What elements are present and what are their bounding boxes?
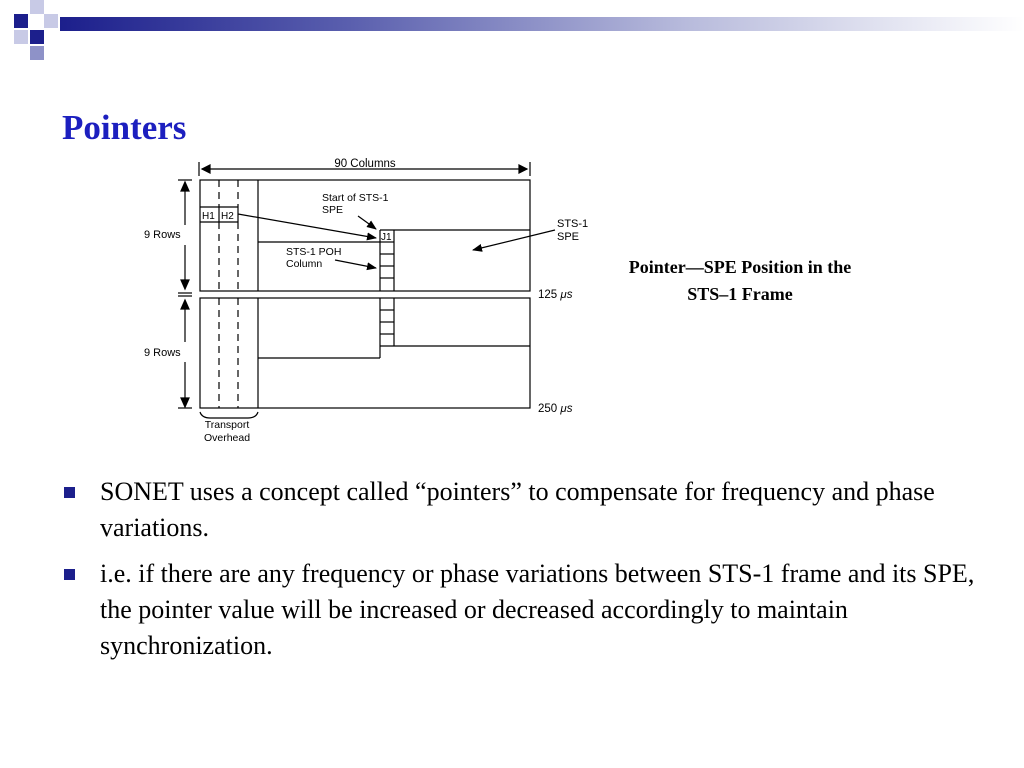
bullet-item: i.e. if there are any frequency or phase… (62, 556, 982, 664)
caption-line1: Pointer—SPE Position in the (628, 257, 852, 277)
start-spe-label-line2: SPE (322, 204, 343, 216)
rows-bottom-label: 9 Rows (144, 347, 181, 359)
square-bullet-icon (64, 487, 75, 498)
corner-decoration (14, 0, 58, 60)
start-spe-label-line1: Start of STS-1 (322, 192, 389, 204)
spe-label-line2: SPE (557, 231, 579, 243)
spe-label-line1: STS-1 (557, 218, 588, 230)
caption-line2: STS–1 Frame (687, 284, 793, 304)
bullet-text: i.e. if there are any frequency or phase… (100, 559, 975, 660)
h2-label: H2 (221, 211, 234, 222)
bullet-item: SONET uses a concept called “pointers” t… (62, 474, 982, 546)
title-bar-gradient (60, 17, 1024, 31)
bullet-list: SONET uses a concept called “pointers” t… (62, 474, 982, 674)
poh-label-line1: STS-1 POH (286, 246, 341, 258)
transport-label-line2: Overhead (204, 432, 250, 444)
j1-label: J1 (381, 232, 392, 243)
time-125-label: 125 μs (538, 289, 573, 301)
transport-label-line1: Transport (205, 419, 250, 431)
sts1-frame-diagram: 90 Columns 9 Rows 9 Rows H1 H2 J1 Start … (144, 158, 588, 444)
poh-label-line2: Column (286, 258, 322, 270)
rows-top-label: 9 Rows (144, 229, 181, 241)
figure-caption: Pointer—SPE Position in the STS–1 Frame (590, 254, 890, 308)
columns-label: 90 Columns (334, 158, 396, 170)
square-bullet-icon (64, 569, 75, 580)
time-250-label: 250 μs (538, 403, 573, 415)
bullet-text: SONET uses a concept called “pointers” t… (100, 477, 935, 542)
h1-label: H1 (202, 211, 215, 222)
slide-title: Pointers (62, 108, 187, 147)
